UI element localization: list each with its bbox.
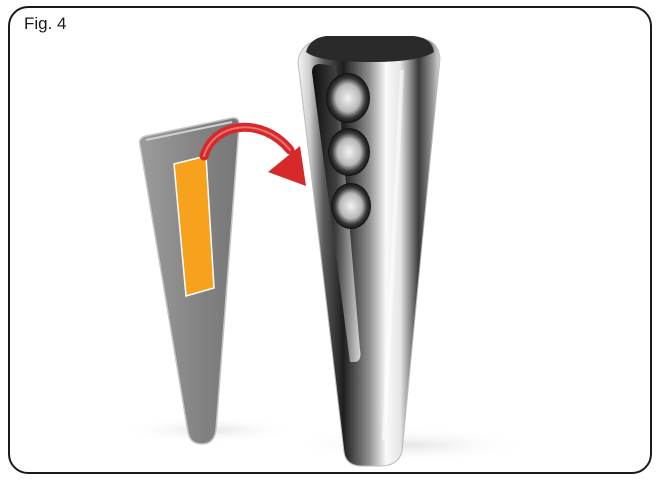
bore-hole-2 — [328, 128, 370, 176]
chrome-tap-handle — [298, 36, 440, 466]
handle-shadow — [290, 427, 530, 463]
bore-hole-1 — [326, 73, 370, 123]
bore-hole-3 — [331, 183, 371, 229]
handle-top-cap — [306, 36, 434, 62]
